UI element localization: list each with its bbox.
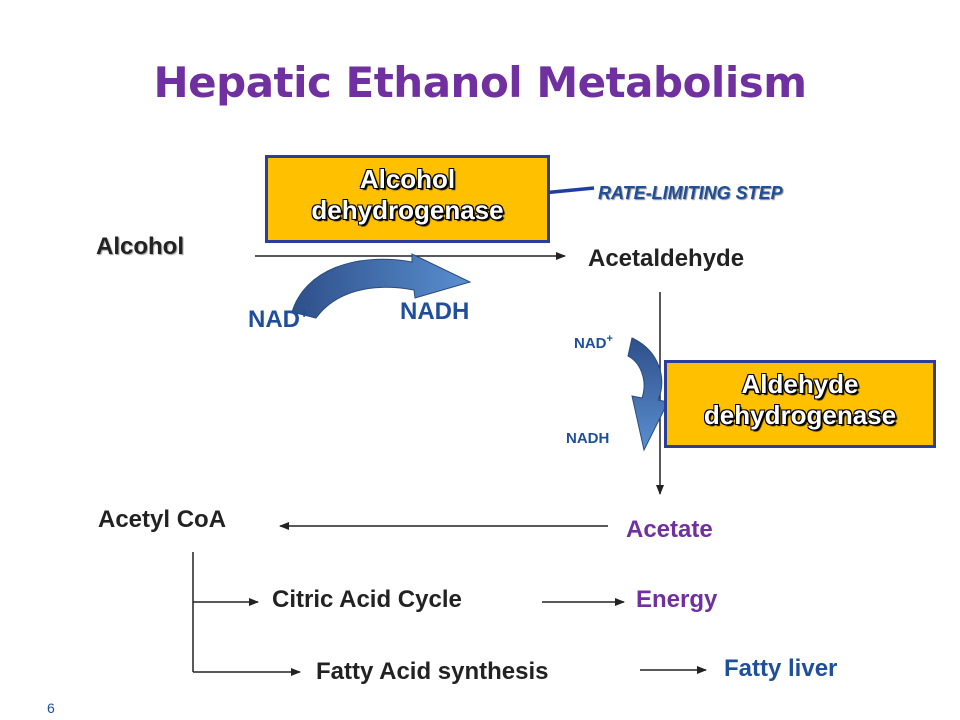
- alcohol-dehydrogenase-box: Alcohol dehydrogenase: [265, 155, 550, 243]
- node-acetaldehyde: Acetaldehyde: [588, 245, 745, 272]
- node-acetate: Acetate: [626, 516, 713, 543]
- curved-arrow-nad-to-nadh-2: [627, 337, 669, 452]
- page-title: Hepatic Ethanol Metabolism: [153, 58, 808, 107]
- node-citric-acid-cycle: Citric Acid Cycle: [272, 586, 462, 613]
- node-acetyl-coa: Acetyl CoA: [98, 506, 227, 533]
- node-alcohol: Alcohol: [96, 233, 184, 260]
- cofactor-nadh-1: NADH: [400, 298, 470, 325]
- cofactor-nad-2: NAD+: [574, 333, 613, 352]
- rate-limiting-label: RATE-LIMITING STEP: [598, 183, 783, 203]
- page-number: 6: [47, 700, 55, 716]
- node-energy: Energy: [636, 586, 718, 613]
- node-fatty-acid-synthesis: Fatty Acid synthesis: [316, 658, 549, 685]
- aldehyde-dehydrogenase-box: Aldehyde dehydrogenase: [664, 360, 936, 448]
- cofactor-nadh-2: NADH: [566, 430, 610, 447]
- cofactor-nad-1: NAD+: [248, 305, 309, 333]
- node-fatty-liver: Fatty liver: [724, 655, 838, 682]
- curved-arrow-nad-to-nadh-1: [291, 253, 472, 319]
